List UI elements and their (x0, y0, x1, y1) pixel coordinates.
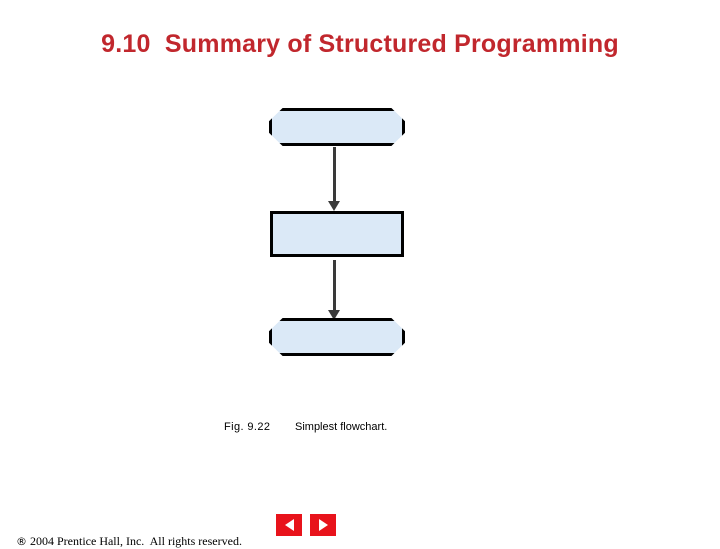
triangle-left-icon (284, 519, 294, 531)
flowchart-connector-start-to-process (333, 147, 336, 205)
registered-trademark-icon: ® (16, 535, 27, 548)
figure-description: Simplest flowchart. (295, 421, 388, 433)
flowchart-node-start (269, 108, 405, 146)
page-title: 9.10 Summary of Structured Programming (101, 30, 619, 58)
previous-slide-button[interactable] (276, 514, 302, 536)
triangle-right-icon (318, 519, 328, 531)
arrow-down-icon (328, 310, 340, 320)
flowchart-node-process (270, 211, 404, 257)
figure-number: Fig. 9.22 (224, 421, 271, 433)
flowchart-connector-process-to-end (333, 260, 336, 315)
arrow-down-icon (328, 201, 340, 211)
flowchart-node-end (269, 318, 405, 356)
next-slide-button[interactable] (310, 514, 336, 536)
copyright-notice: ® 2004 Prentice Hall, Inc. All rights re… (10, 519, 242, 549)
slide-navigation (276, 514, 342, 536)
flowchart-diagram (262, 105, 412, 370)
copyright-text: 2004 Prentice Hall, Inc. All rights rese… (27, 534, 242, 548)
